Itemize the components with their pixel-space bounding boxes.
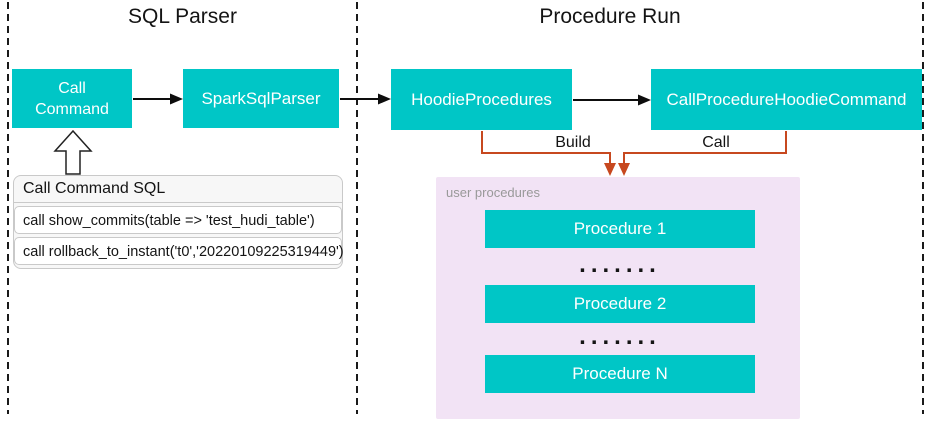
sql-parser-title: SQL Parser [128, 5, 237, 28]
call-command-line1: Call [58, 79, 86, 97]
procedure-run-title: Procedure Run [539, 5, 681, 28]
procedure-1-label: Procedure 1 [573, 219, 667, 238]
node-procedure-1: Procedure 1 [485, 210, 755, 248]
ellipsis-dots-1: ....... [579, 251, 661, 278]
node-call-command: Call Command [12, 69, 132, 128]
user-procedures-container: user procedures Procedure 1 ....... Proc… [436, 177, 800, 419]
procedure-2-label: Procedure 2 [573, 294, 667, 313]
hoodieprocedures-label: HoodieProcedures [411, 90, 552, 109]
node-procedure-n: Procedure N [485, 355, 755, 393]
sql-row-show-commits: call show_commits(table => 'test_hudi_ta… [14, 206, 342, 234]
call-command-sql-panel: Call Command SQL call show_commits(table… [13, 175, 344, 269]
procedure-n-label: Procedure N [572, 364, 668, 383]
arrowhead-hoodieprocedures-to-callprocedurecommand [638, 94, 651, 106]
ellipsis-dots-2: ....... [579, 323, 661, 350]
arrowhead-callcommand-to-sparksqlparser [170, 93, 183, 105]
arrowhead-call [618, 163, 630, 176]
sql-row-rollback-to-instant: call rollback_to_instant('t0','202201092… [14, 237, 344, 265]
edge-build [481, 131, 611, 164]
call-command-line2: Command [35, 100, 109, 118]
edge-call [623, 131, 787, 164]
sparksqlparser-label: SparkSqlParser [201, 89, 321, 108]
up-arrow-icon [53, 129, 93, 175]
node-callprocedurehoodiecommand: CallProcedureHoodieCommand [651, 69, 922, 130]
node-call-command-label: Call Command [35, 78, 109, 120]
arrowhead-sparksqlparser-to-hoodieprocedures [378, 93, 391, 105]
node-procedure-2: Procedure 2 [485, 285, 755, 323]
user-procedures-label: user procedures [446, 185, 540, 200]
arrowhead-build [604, 163, 616, 176]
callprocedurehoodiecommand-label: CallProcedureHoodieCommand [666, 90, 907, 109]
sql-panel-header: Call Command SQL [14, 176, 342, 203]
edge-label-build: Build [555, 134, 591, 151]
node-sparksqlparser: SparkSqlParser [183, 69, 339, 128]
edge-label-call: Call [702, 134, 730, 151]
node-hoodieprocedures: HoodieProcedures [391, 69, 572, 130]
